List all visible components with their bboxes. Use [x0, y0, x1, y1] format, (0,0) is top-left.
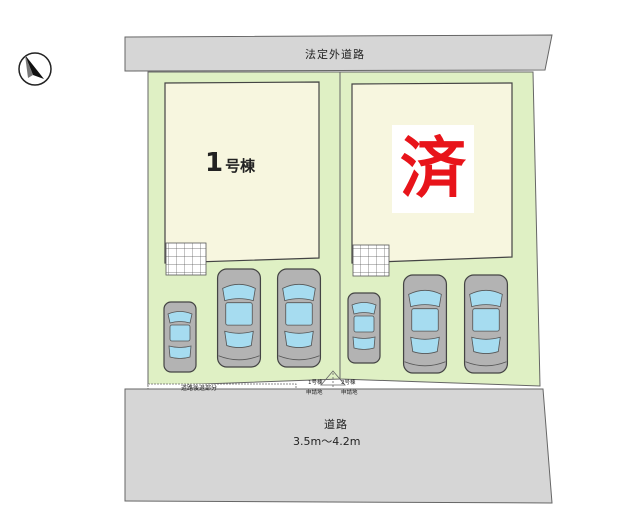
road-bottom-label: 道路: [324, 418, 348, 431]
road-bottom-width: 3.5m～4.2m: [293, 435, 361, 448]
parking-car-2c: [463, 274, 509, 374]
parking-car-1b: [216, 268, 262, 368]
parking-car-2b: [402, 274, 448, 374]
parking-car-1c: [276, 268, 322, 368]
setback-strip: [147, 383, 297, 390]
lot-1-number: 1: [205, 148, 224, 178]
boundary-building1-site: 申請地: [306, 390, 323, 396]
terrace-grid-1: [165, 242, 207, 276]
road-top: [124, 34, 553, 72]
lot-1-suffix: 号棟: [225, 157, 256, 175]
building-1: [164, 81, 320, 264]
road-top-label: 法定外道路: [305, 48, 365, 61]
sold-stamp: 済: [392, 125, 474, 213]
parking-car-2a: [347, 292, 381, 364]
terrace-grid-2: [352, 244, 390, 277]
parking-car-1a: [163, 301, 197, 373]
setback-label: 道路後退部分: [181, 385, 218, 392]
boundary-building2-label: 2号棟: [341, 380, 356, 386]
road-bottom: [124, 388, 553, 504]
north-arrow-icon: [18, 52, 52, 86]
boundary-building1-label: 1号棟: [308, 380, 323, 386]
boundary-building2-site: 申請地: [341, 390, 358, 396]
